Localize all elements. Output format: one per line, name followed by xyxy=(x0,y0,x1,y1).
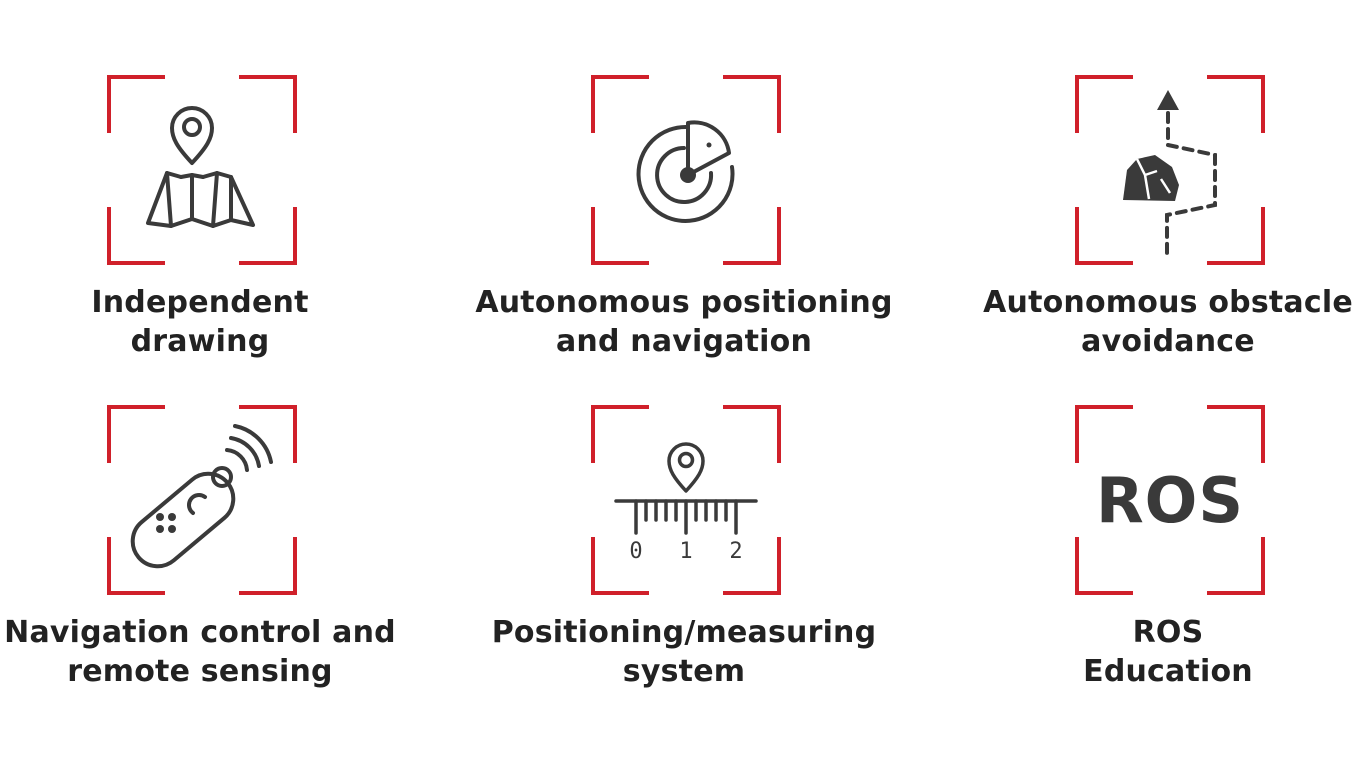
feature-caption: Autonomous positioning and navigation xyxy=(474,283,894,361)
caption-line: Navigation control and xyxy=(4,615,396,650)
frame-corners xyxy=(107,405,297,595)
caption-line: Autonomous positioning xyxy=(475,285,893,320)
frame-corners xyxy=(107,75,297,265)
frame-corners xyxy=(591,405,781,595)
caption-line: avoidance xyxy=(1081,324,1255,359)
frame-corners xyxy=(1075,75,1265,265)
feature-caption: Positioning/measuring system xyxy=(474,613,894,691)
ros-icon: ROS xyxy=(1095,463,1245,537)
caption-line: Independent xyxy=(91,285,309,320)
icon-frame xyxy=(591,75,781,265)
ruler-label: 1 xyxy=(679,539,692,564)
caption-line: ROS xyxy=(1132,615,1204,650)
frame-corners xyxy=(591,75,781,265)
remote-control-icon xyxy=(130,424,273,569)
ruler-label: 2 xyxy=(729,539,742,564)
icon-frame: ROS xyxy=(1075,405,1265,595)
frame-corners xyxy=(1075,405,1265,595)
feature-caption: Navigation control and remote sensing xyxy=(0,613,410,691)
caption-line: Autonomous obstacle xyxy=(983,285,1353,320)
caption-line: remote sensing xyxy=(67,654,333,689)
caption-line: Education xyxy=(1083,654,1253,689)
caption-line: and navigation xyxy=(555,324,813,359)
obstacle-path-icon xyxy=(1123,90,1217,255)
radar-icon xyxy=(636,120,735,223)
caption-line: Positioning/measuring xyxy=(491,615,877,650)
icon-frame: 0 1 2 xyxy=(591,405,781,595)
feature-caption: ROS Education xyxy=(958,613,1354,691)
icon-frame xyxy=(107,405,297,595)
caption-line: drawing xyxy=(130,324,270,359)
icon-frame xyxy=(107,75,297,265)
icon-frame xyxy=(1075,75,1265,265)
ruler-label: 0 xyxy=(629,539,642,564)
feature-caption: Autonomous obstacle avoidance xyxy=(958,283,1354,361)
map-pin-icon xyxy=(146,106,255,228)
ruler-pin-icon: 0 1 2 xyxy=(614,442,758,564)
caption-line: system xyxy=(622,654,746,689)
feature-caption: Independent drawing xyxy=(0,283,410,361)
